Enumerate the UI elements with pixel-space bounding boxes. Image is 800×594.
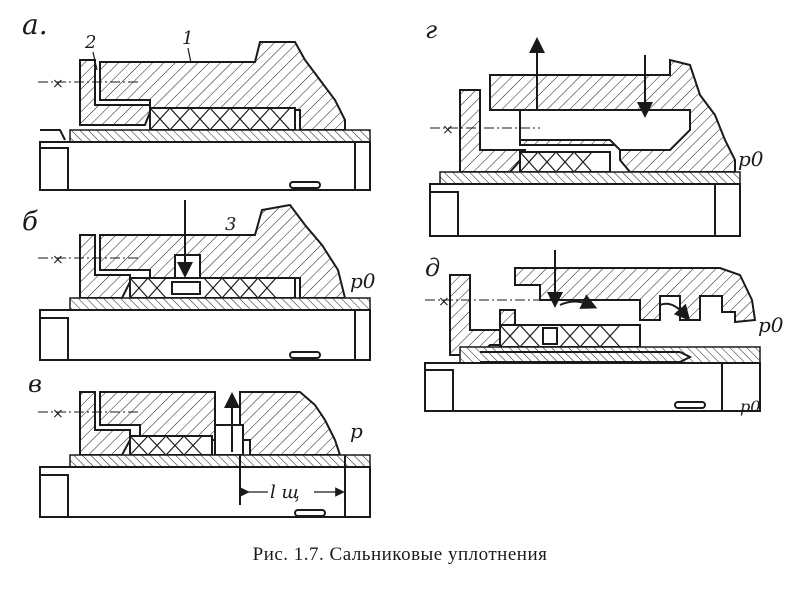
svg-text:×: × xyxy=(442,122,454,138)
panel-b: б 3 p0 × xyxy=(22,200,376,361)
panel-a-letter: а. xyxy=(22,8,48,41)
housing-d xyxy=(514,267,757,324)
sleeve-a xyxy=(69,129,371,143)
label-lsh: l щ xyxy=(270,482,300,503)
label-p0-g: p0 xyxy=(738,147,764,171)
panel-d-letter: д xyxy=(425,254,440,282)
housing-b xyxy=(99,203,347,299)
figure-caption: Рис. 1.7. Сальниковые уплотнения xyxy=(252,544,548,565)
packing-b xyxy=(129,277,296,299)
flow-arrow-d2 xyxy=(659,302,691,322)
panel-g: г p0 × xyxy=(425,16,764,237)
packing-v xyxy=(129,435,213,456)
panel-g-letter: г xyxy=(425,16,437,44)
shaft-b xyxy=(39,309,371,361)
panel-b-letter: б xyxy=(22,207,38,237)
label-3: 3 xyxy=(225,214,236,235)
svg-text:×: × xyxy=(52,252,64,268)
panel-d: д p0 p0 × xyxy=(424,250,784,416)
svg-text:×: × xyxy=(438,294,450,310)
sleeve-g xyxy=(439,171,741,185)
label-p0-d-bottom: p0 xyxy=(740,397,760,416)
sleeve-d xyxy=(459,346,761,364)
label-p0-b: p0 xyxy=(350,269,376,293)
packing-g xyxy=(519,151,611,173)
packing-a xyxy=(149,107,296,131)
svg-text:×: × xyxy=(52,76,64,92)
panel-v: в p p0 l щ × xyxy=(28,370,371,518)
label-2: 2 xyxy=(84,32,96,53)
packing-d xyxy=(499,324,641,348)
shaft-d xyxy=(424,362,761,412)
svg-text:×: × xyxy=(52,406,64,422)
label-p0-d: p0 xyxy=(758,313,784,337)
sleeve-b xyxy=(69,297,371,311)
label-p: p xyxy=(350,419,363,443)
shaft-g xyxy=(429,183,741,237)
panel-v-letter: в xyxy=(28,370,42,398)
sleeve-v xyxy=(69,454,371,468)
panel-a: а. 2 1 × xyxy=(22,8,371,191)
label-1: 1 xyxy=(182,28,193,49)
flow-arrow-d1 xyxy=(559,294,598,309)
